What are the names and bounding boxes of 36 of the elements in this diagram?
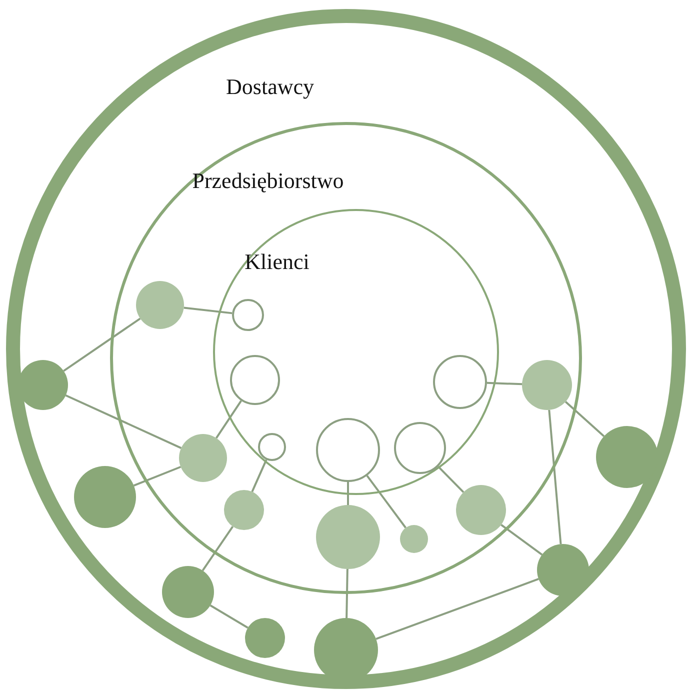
open-circle: [230, 355, 280, 405]
connector-line: [184, 306, 232, 314]
connector-line: [347, 482, 349, 505]
connector-line: [438, 466, 464, 493]
connector-line: [366, 475, 406, 528]
connector-line: [210, 604, 248, 629]
filled-circle: [456, 485, 506, 535]
connector-line: [251, 459, 268, 492]
connector-line: [215, 400, 242, 439]
connector-line: [486, 382, 522, 386]
open-circle: [258, 433, 286, 461]
ring-label: Klienci: [244, 249, 310, 275]
filled-circle: [245, 618, 285, 658]
filled-circle: [74, 466, 136, 528]
connector-line: [564, 400, 605, 437]
connector-line: [376, 578, 539, 640]
filled-circle: [400, 525, 428, 553]
connector-line: [548, 410, 562, 544]
open-circle: [316, 418, 380, 482]
connector-line: [346, 568, 348, 618]
connector-line: [500, 524, 543, 556]
filled-circle: [179, 434, 227, 482]
filled-circle: [224, 490, 264, 530]
filled-circle: [522, 360, 572, 410]
filled-circle: [162, 566, 214, 618]
ring-label: Dostawcy: [226, 74, 314, 100]
connector-line: [65, 394, 182, 449]
filled-circle: [596, 426, 658, 488]
ring: [6, 9, 686, 689]
open-circle: [232, 299, 264, 331]
filled-circle: [136, 281, 184, 329]
open-circle: [394, 422, 446, 474]
connector-line: [63, 318, 141, 372]
ring-label: Przedsiębiorstwo: [192, 168, 344, 194]
open-circle: [433, 355, 487, 409]
connector-line: [202, 526, 234, 572]
